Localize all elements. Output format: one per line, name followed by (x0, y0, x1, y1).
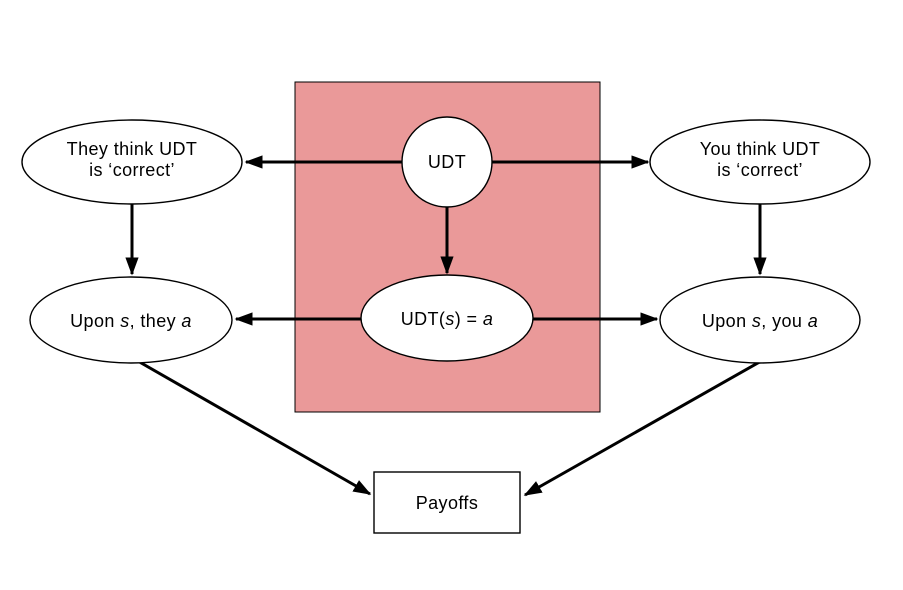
node-udt-output (360, 274, 534, 362)
arrow-upon-they-to-payoffs (135, 358, 372, 496)
label-they-think-line1: They think UDT (67, 139, 198, 159)
label-payoffs: Payoffs (416, 493, 479, 513)
label-you-think-line2: is ‘correct’ (717, 160, 803, 180)
label-upon-they: Upon s, they a (70, 311, 192, 331)
node-you-think (649, 119, 871, 205)
label-upon-you: Upon s, you a (702, 311, 818, 331)
label-udt: UDT (428, 152, 466, 172)
node-they-think (21, 119, 243, 205)
node-payoffs (373, 471, 521, 534)
node-upon-they (29, 276, 233, 364)
label-udt-output: UDT(s) = a (401, 309, 494, 329)
label-you-think-line1: You think UDT (700, 139, 821, 159)
node-udt (401, 116, 493, 208)
label-they-think-line2: is ‘correct’ (89, 160, 175, 180)
node-upon-you (659, 276, 861, 364)
arrow-upon-you-to-payoffs (523, 358, 764, 497)
